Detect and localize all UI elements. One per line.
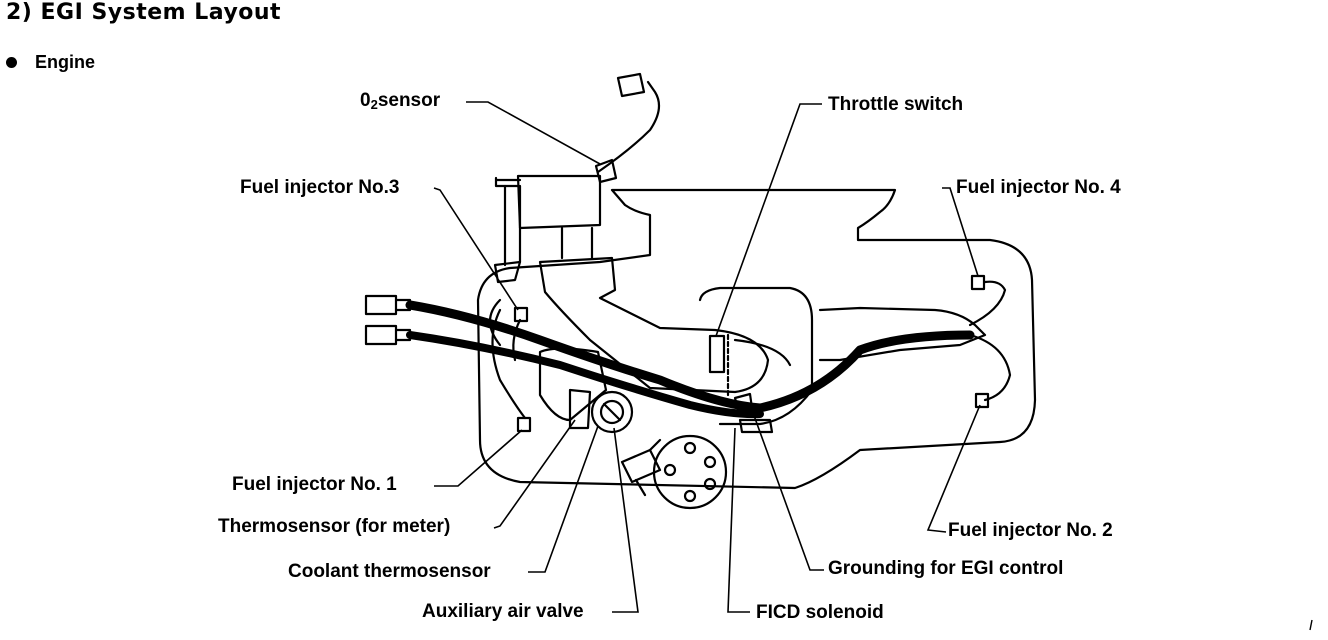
injector-4-connector: [970, 274, 986, 291]
harness-connector-bottom: [364, 324, 398, 346]
section-engine: Engine: [6, 52, 95, 73]
throttle-body: [538, 256, 770, 394]
injector-1-connector: [516, 416, 532, 433]
throttle-switch-body: [708, 334, 726, 374]
injector-2-connector: [974, 392, 990, 409]
label-throttle-switch: Throttle switch: [828, 94, 964, 115]
page-title: 2) EGI System Layout: [6, 0, 282, 25]
label-auxiliary-air-valve: Auxiliary air valve: [422, 601, 584, 622]
air-cleaner: [516, 174, 602, 230]
bullet-icon: [6, 56, 17, 68]
label-fuel-injector-3: Fuel injector No.3: [240, 177, 400, 198]
harness-connector-top: [364, 294, 398, 316]
label-ficd-solenoid: FICD solenoid: [756, 602, 884, 623]
label-fuel-injector-2: Fuel injector No. 2: [948, 520, 1113, 541]
wiring-harness: [405, 300, 975, 413]
label-coolant-thermosensor: Coolant thermosensor: [288, 561, 491, 582]
injector-3-connector: [513, 306, 529, 323]
section-label: Engine: [35, 52, 96, 72]
label-grounding-egi: Grounding for EGI control: [828, 558, 1064, 579]
plenum-inner: [698, 286, 814, 426]
aux-air-valve-body: [590, 390, 634, 434]
label-o2-sensor: 02sensor: [360, 90, 441, 112]
o2-sensor-wire: [596, 80, 661, 174]
label-fuel-injector-4: Fuel injector No. 4: [956, 177, 1121, 198]
label-thermosensor-meter: Thermosensor (for meter): [218, 516, 451, 537]
intake-plenum: [476, 188, 1037, 490]
label-fuel-injector-1: Fuel injector No. 1: [232, 474, 397, 495]
